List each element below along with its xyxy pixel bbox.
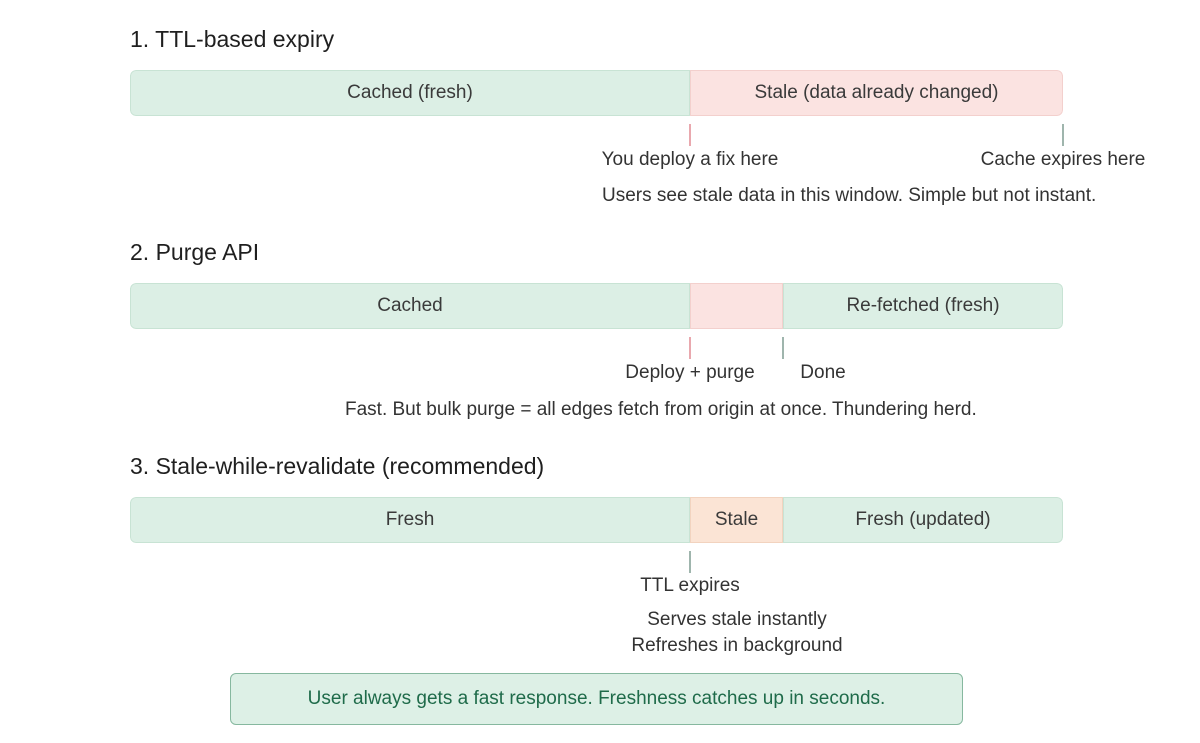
purge-timeline-bar: Cached Re-fetched (fresh): [130, 283, 1063, 329]
done-marker: [782, 337, 784, 359]
section-3-title: 3. Stale-while-revalidate (recommended): [130, 453, 545, 479]
section-1-title: 1. TTL-based expiry: [130, 26, 335, 52]
swr-note-line-1: Serves stale instantly: [647, 609, 827, 630]
ttl-timeline-bar: Cached (fresh) Stale (data already chang…: [130, 70, 1063, 116]
swr-note-line-2: Refreshes in background: [631, 635, 843, 656]
swr-timeline-bar: Fresh Stale Fresh (updated): [130, 497, 1063, 543]
deploy-fix-marker: [689, 124, 691, 146]
done-label: Done: [800, 362, 846, 383]
cached-segment: Cached: [130, 283, 690, 329]
ttl-expires-marker: [689, 551, 691, 573]
ttl-note: Users see stale data in this window. Sim…: [602, 185, 1097, 206]
deploy-purge-marker: [689, 337, 691, 359]
summary-callout: User always gets a fast response. Freshn…: [230, 673, 963, 725]
section-2-title: 2. Purge API: [130, 239, 260, 265]
ttl-expires-label: TTL expires: [640, 575, 740, 596]
deploy-purge-label: Deploy + purge: [625, 362, 755, 383]
purge-note: Fast. But bulk purge = all edges fetch f…: [345, 399, 977, 420]
cached-fresh-segment: Cached (fresh): [130, 70, 690, 116]
cache-expires-marker: [1062, 124, 1064, 146]
purge-stale-segment: [690, 283, 783, 329]
fresh-segment: Fresh: [130, 497, 690, 543]
cache-expires-label: Cache expires here: [980, 149, 1146, 170]
fresh-updated-segment: Fresh (updated): [783, 497, 1063, 543]
stale-served-segment: Stale: [690, 497, 783, 543]
refetched-segment: Re-fetched (fresh): [783, 283, 1063, 329]
deploy-fix-label: You deploy a fix here: [601, 149, 779, 170]
stale-segment: Stale (data already changed): [690, 70, 1063, 116]
